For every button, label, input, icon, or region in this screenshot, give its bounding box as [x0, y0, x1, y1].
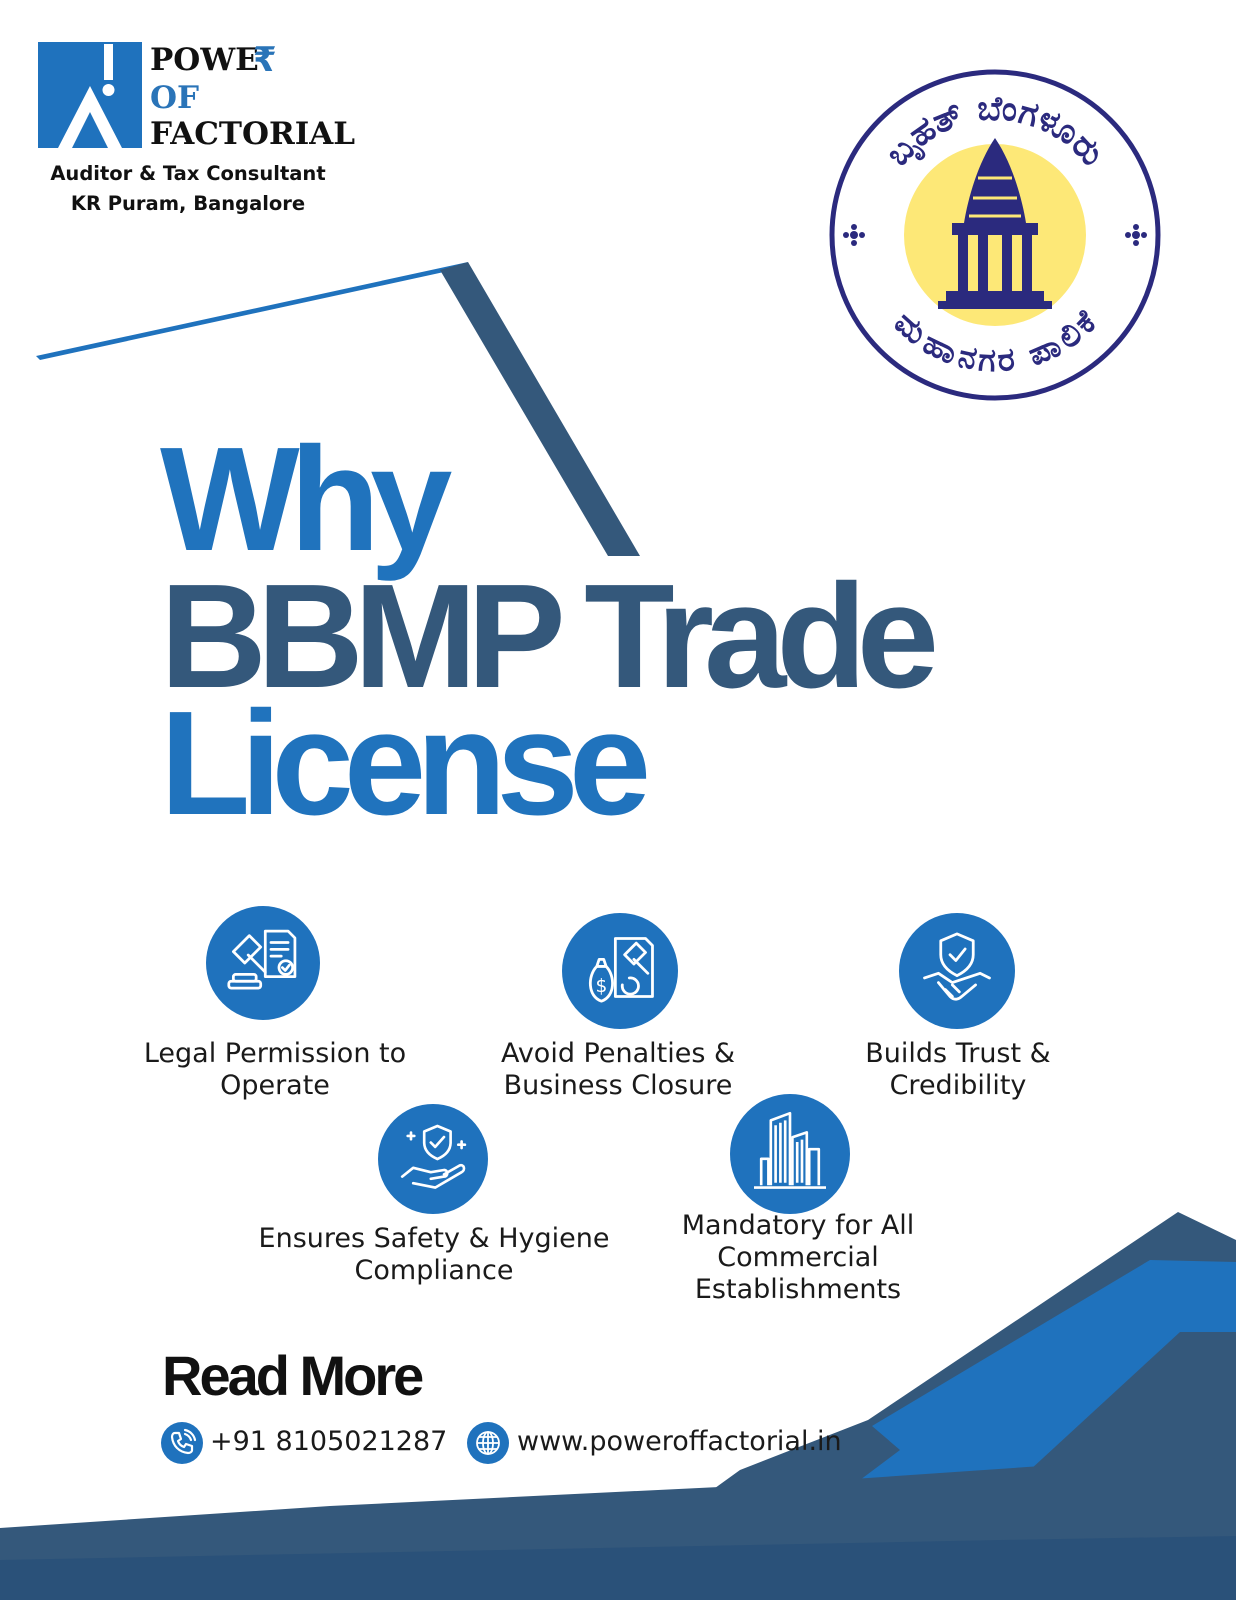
roof-stripe-top: [36, 262, 468, 360]
read-more-heading[interactable]: Read More: [162, 1344, 424, 1407]
money-bag-gavel-icon: $: [589, 937, 654, 1003]
feature-legal-label: Legal Permission to Operate: [143, 1038, 407, 1101]
bottom-band-light: [0, 1458, 1236, 1600]
website-link[interactable]: www.poweroffactorial.in: [517, 1426, 842, 1457]
firm-tagline: Auditor & Tax Consultant: [50, 162, 326, 185]
feature-penalty-label: Avoid Penalties & Business Closure: [500, 1038, 736, 1101]
headline-license: License: [160, 681, 651, 846]
feature-mandatory-icon-circle: [730, 1094, 850, 1214]
feature-trust-label: Builds Trust & Credibility: [865, 1038, 1051, 1101]
gavel-document-icon: [227, 929, 297, 990]
buildings-icon: [754, 1111, 826, 1189]
logo-text-power: POWE: [150, 42, 259, 78]
feature-legal-icon-circle: [206, 906, 320, 1020]
globe-icon: [467, 1422, 509, 1464]
temple-emblem-icon: [938, 138, 1052, 309]
logo-rupee-symbol: ₹: [253, 40, 277, 80]
firm-location: KR Puram, Bangalore: [70, 192, 306, 215]
phone-number-link[interactable]: +91 8105021287: [210, 1426, 448, 1457]
headline-why: Why: [160, 417, 452, 582]
bottom-band-dark: [0, 1536, 1236, 1600]
roof-stripe-right: [440, 262, 640, 556]
feature-mandatory-label: Mandatory for All Commercial Establishme…: [681, 1210, 915, 1305]
logo-mark-icon: [38, 42, 142, 148]
feature-safety-label: Ensures Safety & Hygiene Compliance: [258, 1223, 610, 1286]
svg-text:$: $: [596, 976, 608, 997]
feature-safety-icon-circle: [378, 1104, 488, 1214]
shield-handshake-icon: [923, 932, 991, 1001]
feature-trust-icon-circle: [899, 913, 1015, 1029]
hand-shield-icon: [400, 1124, 467, 1189]
seal-flower-right-icon: [1125, 224, 1147, 246]
feature-penalty-icon-circle: $: [562, 913, 678, 1029]
headline-bbmp-trade: BBMP Trade: [160, 554, 939, 719]
phone-icon: [161, 1422, 203, 1464]
mountain-front: [930, 1332, 1236, 1600]
logo-text-factorial: FACTORIAL: [150, 116, 356, 152]
logo-text-of: OF: [150, 80, 200, 116]
seal-flower-left-icon: [843, 224, 865, 246]
bbmp-seal: ಬೃಹತ್ ಬೆಂಗಳೂರು ಮಹಾನಗರ ಪಾಲಿಕೆ: [829, 69, 1161, 401]
